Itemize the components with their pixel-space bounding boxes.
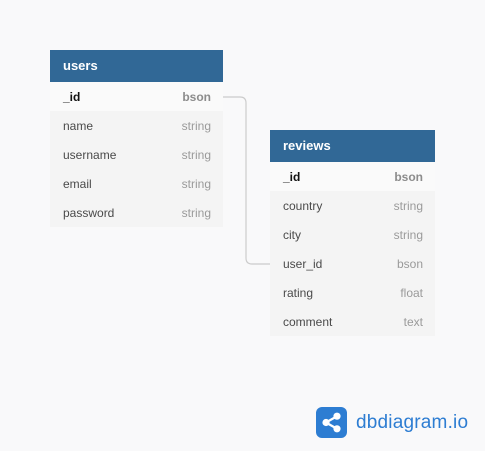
table-reviews[interactable]: reviews _id bson country string city str… bbox=[270, 130, 435, 336]
field-name: _id bbox=[63, 89, 81, 104]
field-name: name bbox=[63, 118, 94, 133]
field-name: user_id bbox=[283, 256, 323, 271]
field-row-users-email[interactable]: email string bbox=[50, 169, 223, 198]
field-row-users-id[interactable]: _id bson bbox=[50, 82, 223, 111]
field-name: username bbox=[63, 147, 117, 162]
field-name: _id bbox=[283, 169, 301, 184]
field-type: string bbox=[181, 176, 211, 191]
field-type: float bbox=[400, 285, 423, 300]
field-type: string bbox=[393, 198, 423, 213]
field-type: string bbox=[393, 227, 423, 242]
field-row-reviews-user-id[interactable]: user_id bson bbox=[270, 249, 435, 278]
field-row-reviews-id[interactable]: _id bson bbox=[270, 162, 435, 191]
field-row-reviews-comment[interactable]: comment text bbox=[270, 307, 435, 336]
field-name: city bbox=[283, 227, 301, 242]
field-row-users-username[interactable]: username string bbox=[50, 140, 223, 169]
field-row-reviews-city[interactable]: city string bbox=[270, 220, 435, 249]
field-row-reviews-country[interactable]: country string bbox=[270, 191, 435, 220]
brand-logo-link[interactable]: dbdiagram.io bbox=[316, 407, 468, 438]
field-row-users-password[interactable]: password string bbox=[50, 198, 223, 227]
brand-name: dbdiagram.io bbox=[356, 411, 469, 433]
field-name: rating bbox=[283, 285, 314, 300]
field-name: password bbox=[63, 205, 115, 220]
table-header-reviews[interactable]: reviews bbox=[270, 130, 435, 162]
field-type: string bbox=[181, 205, 211, 220]
field-name: comment bbox=[283, 314, 333, 329]
field-row-users-name[interactable]: name string bbox=[50, 111, 223, 140]
table-header-users[interactable]: users bbox=[50, 50, 223, 82]
field-type: string bbox=[181, 147, 211, 162]
table-users[interactable]: users _id bson name string username stri… bbox=[50, 50, 223, 227]
field-type: bson bbox=[394, 169, 423, 184]
field-type: text bbox=[403, 314, 423, 329]
field-type: string bbox=[181, 118, 211, 133]
field-name: email bbox=[63, 176, 92, 191]
relationship-line-users-reviews bbox=[223, 96, 270, 265]
field-name: country bbox=[283, 198, 323, 213]
field-row-reviews-rating[interactable]: rating float bbox=[270, 278, 435, 307]
share-nodes-icon bbox=[316, 407, 347, 438]
field-type: bson bbox=[182, 89, 211, 104]
field-type: bson bbox=[396, 256, 423, 271]
